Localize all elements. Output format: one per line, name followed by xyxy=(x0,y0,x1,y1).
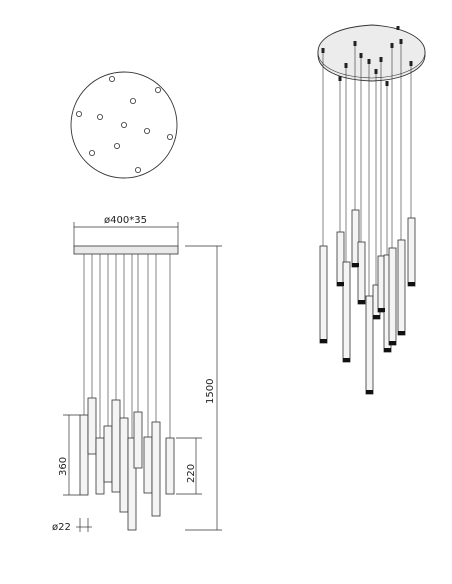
canopy-hole xyxy=(134,166,141,173)
perspective-tube xyxy=(357,241,366,305)
total-height-label: 1500 xyxy=(205,379,216,404)
canopy-dimension-label: ø400*35 xyxy=(104,215,147,226)
perspective-canopy xyxy=(317,24,426,82)
perspective-cables xyxy=(322,43,412,296)
pendant-tube xyxy=(119,417,129,513)
canopy-dimension xyxy=(73,222,179,246)
canopy-hole xyxy=(129,98,136,105)
perspective-tube xyxy=(365,295,374,395)
canopy-hole xyxy=(76,111,83,118)
pendant-tube xyxy=(103,425,113,483)
perspective-tubes xyxy=(319,209,416,395)
canopy-holes xyxy=(76,76,173,173)
short-pendant-dimension xyxy=(176,437,202,495)
perspective-tube xyxy=(319,245,328,344)
canopy-plate xyxy=(73,245,179,255)
pendant-tube xyxy=(151,421,161,517)
pendant-tube xyxy=(79,414,89,496)
long-pendant-label: 360 xyxy=(58,457,69,476)
perspective-tube xyxy=(397,239,406,336)
tube-diameter-label: ø22 xyxy=(52,522,71,533)
canopy-hole xyxy=(166,133,173,140)
perspective-grips xyxy=(321,26,413,86)
pendant-tube xyxy=(95,437,105,495)
pendant-cables xyxy=(83,254,171,438)
perspective-tube xyxy=(407,217,416,287)
canopy-hole xyxy=(154,87,161,94)
pendant-tube xyxy=(133,411,143,469)
canopy-top-view xyxy=(70,71,178,179)
canopy-hole xyxy=(121,122,128,129)
canopy-hole xyxy=(89,149,96,156)
pendant-tube xyxy=(111,399,121,493)
canopy-hole xyxy=(97,114,104,121)
tube-diameter-dimension xyxy=(76,518,92,532)
long-pendant-dimension xyxy=(63,414,80,496)
pendant-tube xyxy=(165,437,175,495)
pendant-tubes xyxy=(79,397,175,531)
perspective-tube-tips xyxy=(320,263,415,394)
canopy-outline xyxy=(70,71,178,179)
canopy-hole xyxy=(109,76,116,83)
perspective-tube xyxy=(342,261,351,363)
pendant-tube xyxy=(127,437,137,531)
pendant-tube xyxy=(143,436,153,494)
total-height-dimension xyxy=(185,245,222,531)
perspective-view xyxy=(317,24,426,395)
canopy-hole xyxy=(143,127,150,134)
front-elevation: ø400*35 xyxy=(52,215,222,533)
short-pendant-label: 220 xyxy=(186,464,197,483)
pendant-tube xyxy=(87,397,97,455)
perspective-tube xyxy=(388,247,397,346)
canopy-hole xyxy=(114,142,121,149)
